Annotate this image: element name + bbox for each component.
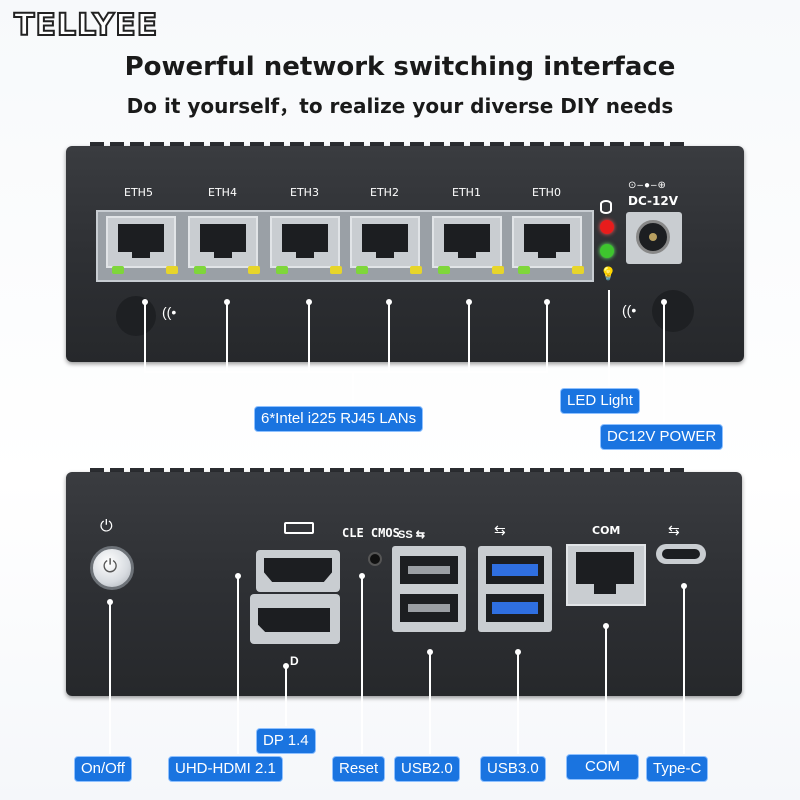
lan-led [248, 266, 260, 274]
dc-polarity-icon: ⊙–●–⊕ [628, 180, 667, 191]
antenna-hole-right [652, 290, 694, 332]
lan-led [112, 266, 124, 274]
lan-led [356, 266, 368, 274]
cle-cmos-label: CLE CMOS [342, 526, 400, 540]
lan-led [518, 266, 530, 274]
eth4-port[interactable] [188, 216, 258, 268]
usb3-callout: USB3.0 [480, 756, 546, 782]
usb2-callout: USB2.0 [394, 756, 460, 782]
eth4-label: ETH4 [208, 186, 237, 199]
brand-logo: TELLYEE [13, 7, 159, 44]
lan-led [492, 266, 504, 274]
lan-led [194, 266, 206, 274]
disk-icon [600, 200, 612, 214]
typec-port[interactable] [662, 549, 700, 559]
wifi-icon: ((• [622, 302, 637, 318]
reset-pinhole[interactable] [368, 552, 382, 566]
usb-icon: ⇆ [494, 522, 506, 538]
hdmi-icon [284, 522, 314, 534]
lan-callout: 6*Intel i225 RJ45 LANs [254, 406, 424, 432]
eth1-port[interactable] [432, 216, 502, 268]
power-symbol-icon: ⏻ [100, 518, 113, 535]
com-clip [594, 584, 616, 594]
usb2-port-bottom[interactable] [400, 594, 458, 622]
usb3-port-bottom[interactable] [486, 594, 544, 622]
power-icon: ⏻ [103, 556, 118, 576]
red-status-led [600, 220, 614, 234]
bulb-icon: 💡 [600, 266, 617, 281]
hdmi-port[interactable] [264, 558, 332, 582]
lan-led [572, 266, 584, 274]
eth0-label: ETH0 [532, 186, 561, 199]
ss-usb-icon: SS ⇆ [398, 529, 425, 541]
led-light-callout: LED Light [560, 388, 640, 414]
eth3-port[interactable] [270, 216, 340, 268]
lan-led [410, 266, 422, 274]
dc-pin [649, 233, 657, 241]
dc-12v-label: DC-12V [628, 194, 679, 208]
hdmi-callout: UHD-HDMI 2.1 [168, 756, 283, 782]
eth5-port[interactable] [106, 216, 176, 268]
displayport-port[interactable] [258, 608, 330, 632]
usb2-port-top[interactable] [400, 556, 458, 584]
dp-icon: D [290, 654, 299, 668]
dp-callout: DP 1.4 [256, 728, 316, 754]
eth0-port[interactable] [512, 216, 582, 268]
green-status-led [600, 244, 614, 258]
eth2-port[interactable] [350, 216, 420, 268]
power-button[interactable] [90, 546, 134, 590]
typec-callout: Type-C [646, 756, 709, 782]
onoff-callout: On/Off [74, 756, 132, 782]
antenna-hole-left [116, 296, 156, 336]
com-port-label: COM [592, 524, 621, 537]
eth2-label: ETH2 [370, 186, 399, 199]
com-port[interactable] [576, 552, 634, 584]
lan-led [166, 266, 178, 274]
power-callout: DC12V POWER [600, 424, 724, 450]
usb3-port-top[interactable] [486, 556, 544, 584]
page-title: Powerful network switching interface [124, 52, 676, 82]
reset-callout: Reset [332, 756, 386, 782]
eth3-label: ETH3 [290, 186, 319, 199]
com-callout: COM [566, 754, 639, 780]
eth1-label: ETH1 [452, 186, 481, 199]
lan-led [330, 266, 342, 274]
page-subtitle: Do it yourself，to realize your diverse D… [126, 94, 674, 118]
lan-led [276, 266, 288, 274]
lan-led [438, 266, 450, 274]
wifi-icon: ((• [162, 304, 177, 320]
usb-icon: ⇆ [668, 522, 680, 538]
eth5-label: ETH5 [124, 186, 153, 199]
lan-port-block [96, 210, 594, 282]
